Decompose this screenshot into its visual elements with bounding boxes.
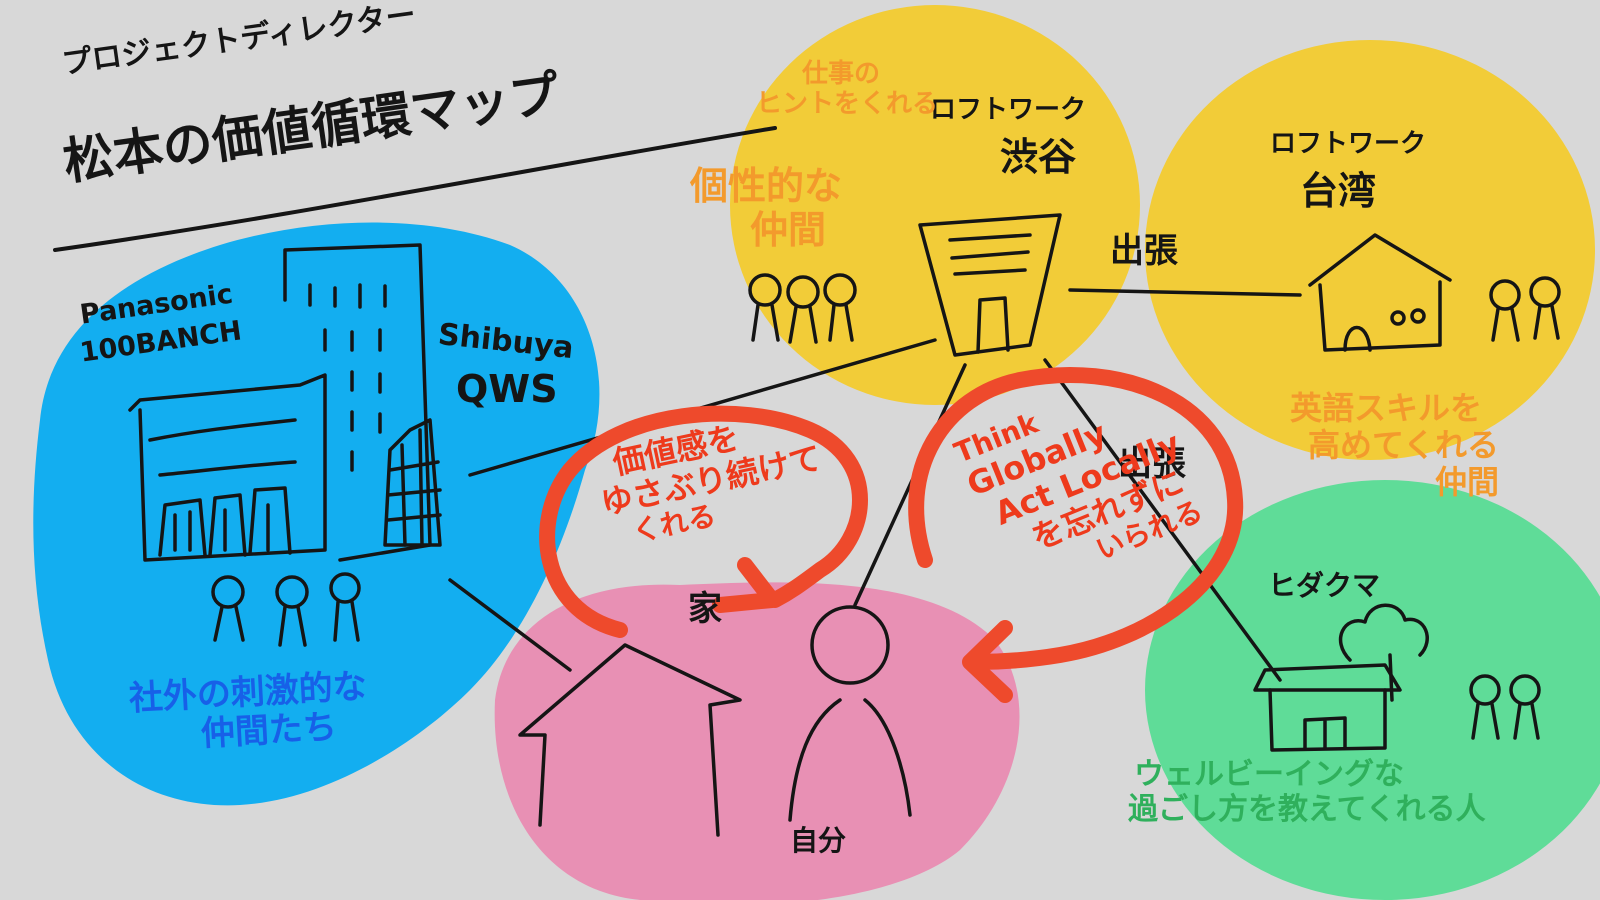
taiwan-office-label: 台湾 xyxy=(1300,169,1377,213)
self-label: 自分 xyxy=(790,824,847,857)
value-cycle-arrows xyxy=(539,367,1244,703)
100banch-building-icon xyxy=(128,373,327,562)
loftwork-taiwan-label: ロフトワーク xyxy=(1270,129,1427,159)
blue-zone xyxy=(33,222,600,806)
values-arrowhead xyxy=(712,557,780,613)
edge-shibuya-taiwan xyxy=(1068,288,1302,297)
wellbeing-note: ウェルビーイングな 過ごし方を教えてくれる人 xyxy=(1128,757,1486,827)
title-underline xyxy=(53,126,777,252)
people xyxy=(211,273,1561,822)
business-trip-taiwan-label: 出張 xyxy=(1110,231,1178,271)
people-icon-hidakuma xyxy=(1469,674,1541,740)
hint-note: 仕事の ヒントをくれる xyxy=(756,59,939,119)
home-label: 家 xyxy=(688,589,722,629)
shibuya-office-label: 渋谷 xyxy=(1000,135,1077,179)
self-person-icon xyxy=(788,605,912,822)
loftwork-taiwan-house-icon xyxy=(1308,233,1452,352)
hidakuma-building-icon xyxy=(1253,603,1429,752)
qws-glass-tower-icon xyxy=(383,418,442,547)
people-icon-loftwork-shibuya xyxy=(748,273,857,344)
loftwork-shibuya-label: ロフトワーク xyxy=(930,95,1087,125)
edge-buildings-home xyxy=(448,578,572,672)
edge-shibuya-hidakuma xyxy=(1043,358,1282,682)
business-trip-hidakuma-label: 出張 xyxy=(1118,444,1186,484)
buildings-left xyxy=(128,243,442,562)
loftwork-shibuya-building-icon xyxy=(918,213,1062,357)
pink-zone-home xyxy=(494,582,1020,900)
english-skill-note: 英語スキルを 高めてくれる 仲間 xyxy=(1290,389,1500,501)
yellow-zone-loftwork-taiwan xyxy=(1145,40,1595,460)
think-arrowhead xyxy=(962,620,1013,703)
tall-building-icon xyxy=(283,243,432,562)
home-house-icon xyxy=(518,643,742,837)
people-icon-100banch xyxy=(211,572,361,647)
unique-note: 個性的な 仲間 xyxy=(690,164,843,252)
think-arrow xyxy=(908,367,1244,670)
hidakuma-label: ヒダクマ xyxy=(1268,569,1381,602)
qws-label: QWS xyxy=(456,367,558,411)
values-arrow xyxy=(539,405,868,638)
tall-building-windows xyxy=(308,283,387,472)
stimulating-peers-note: 社外の刺激的な 仲間たち xyxy=(127,666,368,755)
people-icon-loftwork-taiwan xyxy=(1489,276,1561,342)
